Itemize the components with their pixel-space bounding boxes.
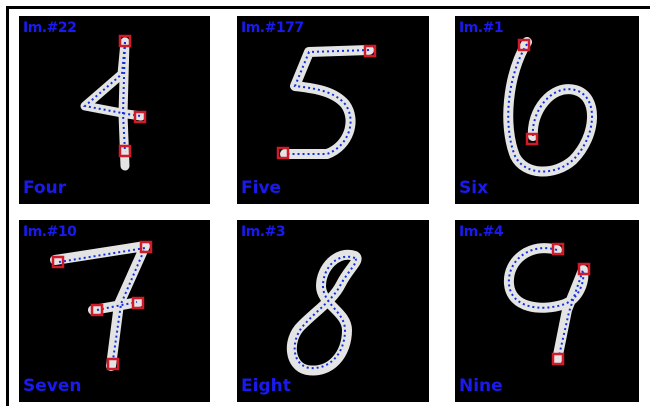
image-id-label: Im.#10 (23, 224, 76, 240)
image-id-label: Im.#1 (459, 20, 503, 36)
digit-nine-drawing (455, 220, 639, 402)
image-id-label: Im.#3 (241, 224, 285, 240)
digit-six-drawing (455, 16, 639, 204)
digit-word-label: Five (241, 178, 281, 198)
digit-five-drawing (237, 16, 429, 204)
digit-four-drawing (19, 16, 210, 204)
digit-panel-four: Im.#22 Four (19, 16, 210, 204)
digit-panel-five: Im.#177 Five (237, 16, 429, 204)
digit-word-label: Four (23, 178, 66, 198)
digit-word-label: Eight (241, 376, 291, 396)
digit-panel-eight: Im.#3 Eight (237, 220, 429, 402)
image-id-label: Im.#4 (459, 224, 503, 240)
digit-word-label: Seven (23, 376, 82, 396)
digit-panel-six: Im.#1 Six (455, 16, 639, 204)
image-id-label: Im.#22 (23, 20, 76, 36)
image-id-label: Im.#177 (241, 20, 304, 36)
digit-eight-drawing (237, 220, 429, 402)
digit-word-label: Nine (459, 376, 503, 396)
digit-seven-drawing (19, 220, 210, 402)
digit-word-label: Six (459, 178, 488, 198)
digit-panel-seven: Im.#10 Seven (19, 220, 210, 402)
digit-panel-nine: Im.#4 Nine (455, 220, 639, 402)
